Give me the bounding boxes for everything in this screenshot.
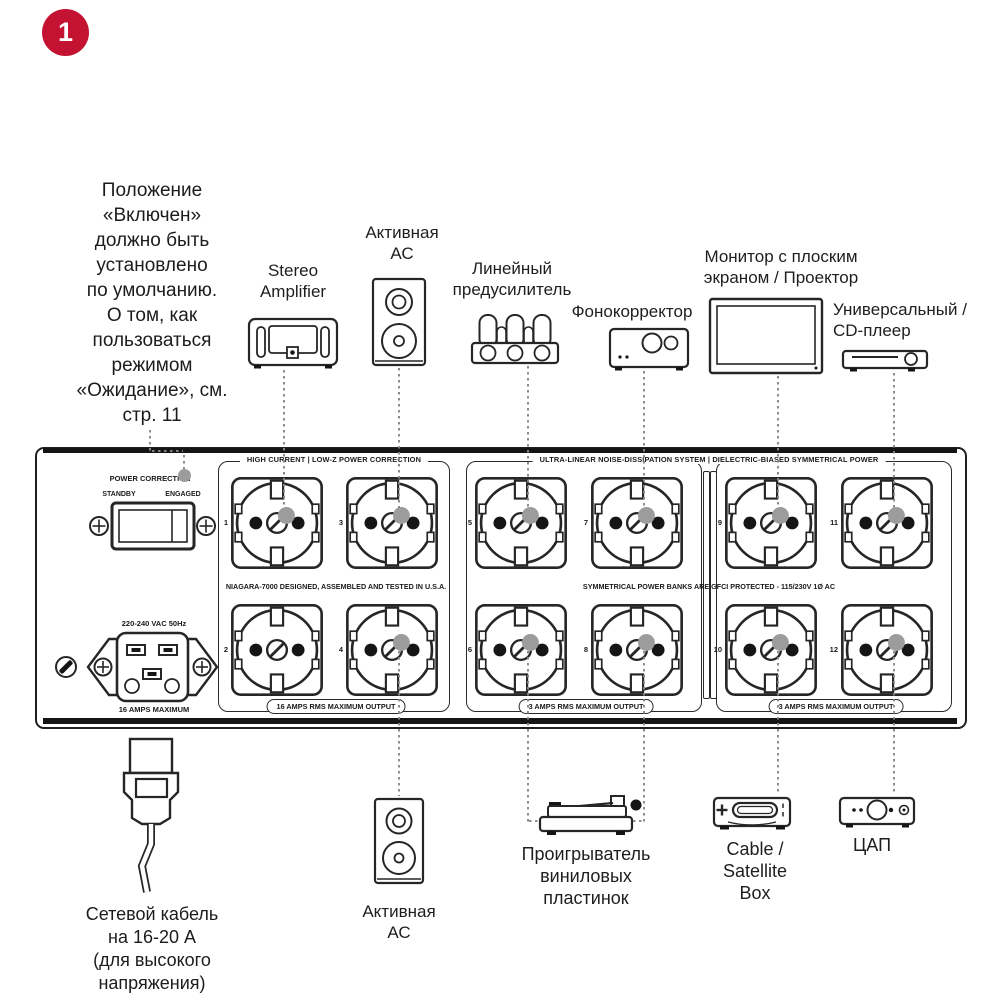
outlet-number-6: 6: [467, 645, 472, 654]
dotted-connector-line: [398, 651, 401, 796]
dotted-connector-line: [529, 820, 539, 823]
line-preamp-label: Линейный предусилитель: [452, 259, 572, 299]
active-speaker-top-icon: [371, 277, 427, 367]
inlet-amps-label: 16 AMPS MAXIMUM: [118, 705, 190, 714]
active-speaker-bottom-icon: [373, 797, 425, 885]
chassis-top-edge: [43, 448, 957, 453]
dotted-connector-line: [777, 651, 780, 794]
standby-label: STANDBY: [102, 491, 136, 498]
dotted-connector-line: [183, 455, 186, 469]
outlet-socket-1: [230, 476, 324, 570]
power-correction-title: POWER CORRECTION: [109, 474, 191, 483]
outlet-number-11: 11: [830, 518, 838, 527]
phono-stage-label: Фонокорректор: [571, 302, 693, 321]
line-preamp-icon: [470, 314, 560, 365]
active-speaker-bottom-label: Активная АС: [362, 902, 436, 942]
step-number: 1: [57, 17, 74, 47]
bank-2-3-mid-text: SYMMETRICAL POWER BANKS ARE GFCI PROTECT…: [582, 582, 836, 591]
bank-divider-bar-2: [710, 471, 717, 699]
chassis-bottom-edge: [43, 718, 957, 724]
outlet-number-9: 9: [717, 518, 722, 527]
monitor-label: Монитор с плоским экраном / Проектор: [703, 247, 859, 287]
outlet-socket-4: [345, 603, 439, 697]
power-cable-label: Сетевой кабель на 16-20 А (для высокого …: [85, 904, 219, 993]
stereo-amplifier-icon: [247, 317, 339, 369]
default-on-note: Положение «Включен» должно быть установл…: [76, 180, 228, 426]
outlet-socket-7: [590, 476, 684, 570]
outlet-number-5: 5: [467, 518, 472, 527]
cd-player-icon: [841, 349, 929, 372]
dotted-connector-line: [527, 651, 530, 824]
outlet-socket-8: [590, 603, 684, 697]
note-connector-dot: [178, 469, 191, 482]
power-switch: [89, 501, 216, 551]
cable-satellite-box-icon: [712, 796, 792, 830]
outlet-socket-9: [724, 476, 818, 570]
bank-1-footer-oval: 16 AMPS RMS MAXIMUM OUTPUT: [266, 699, 406, 714]
turntable-label: Проигрыватель виниловых пластинок: [521, 844, 651, 908]
stereo-amplifier-label: Stereo Amplifier: [259, 261, 327, 301]
ac-inlet: [55, 631, 219, 703]
outlet-number-7: 7: [583, 518, 588, 527]
step-badge: 1: [42, 9, 89, 56]
dotted-connector-line: [893, 373, 896, 508]
niagara-rear-panel: POWER CORRECTION STANDBY ENGAGED 220-240…: [35, 447, 967, 729]
dotted-connector-line: [283, 370, 286, 508]
cd-player-label: Универсальный / CD-плеер: [833, 300, 967, 340]
dotted-connector-line: [643, 371, 646, 508]
engaged-label: ENGAGED: [165, 491, 201, 498]
phono-stage-icon: [608, 327, 690, 371]
inlet-voltage-label: 220-240 VAC 50Hz: [121, 619, 187, 628]
outlet-socket-6: [474, 603, 568, 697]
outlet-number-12: 12: [829, 645, 838, 654]
dotted-connector-line: [398, 368, 401, 508]
outlet-socket-5: [474, 476, 568, 570]
dac-icon: [838, 796, 916, 828]
monitor-icon: [708, 297, 824, 375]
dotted-connector-line: [893, 651, 896, 792]
outlet-socket-10: [724, 603, 818, 697]
outlet-number-3: 3: [338, 518, 343, 527]
dotted-connector-line: [152, 450, 183, 453]
bank-1-header: HIGH CURRENT | LOW-Z POWER CORRECTION: [239, 455, 429, 464]
dotted-connector-line: [643, 651, 646, 824]
outlet-number-8: 8: [583, 645, 588, 654]
cable-satellite-box-label: Cable / Satellite Box: [722, 839, 788, 903]
bank-1-mid-text: NIAGARA-7000 DESIGNED, ASSEMBLED AND TES…: [225, 582, 447, 591]
bank-2-footer-oval: 3 AMPS RMS MAXIMUM OUTPUT: [518, 699, 654, 714]
turntable-icon: [538, 795, 642, 835]
dotted-connector-line: [633, 820, 643, 823]
dotted-connector-line: [527, 366, 530, 508]
outlet-number-4: 4: [338, 645, 343, 654]
dotted-connector-line: [149, 430, 152, 452]
active-speaker-top-label: Активная АС: [365, 223, 439, 263]
dac-label: ЦАП: [852, 835, 892, 855]
dotted-connector-line: [777, 376, 780, 508]
power-cable-icon: [122, 737, 180, 893]
bank-2-3-header: ULTRA-LINEAR NOISE-DISSIPATION SYSTEM | …: [532, 455, 886, 464]
bank-divider-bar-1: [703, 471, 710, 699]
outlet-number-1: 1: [223, 518, 228, 527]
outlet-number-2: 2: [223, 645, 228, 654]
outlet-socket-3: [345, 476, 439, 570]
bank-3-footer-oval: 3 AMPS RMS MAXIMUM OUTPUT: [768, 699, 904, 714]
outlet-number-10: 10: [713, 645, 722, 654]
outlet-socket-11: [840, 476, 934, 570]
outlet-socket-2: [230, 603, 324, 697]
outlet-socket-12: [840, 603, 934, 697]
